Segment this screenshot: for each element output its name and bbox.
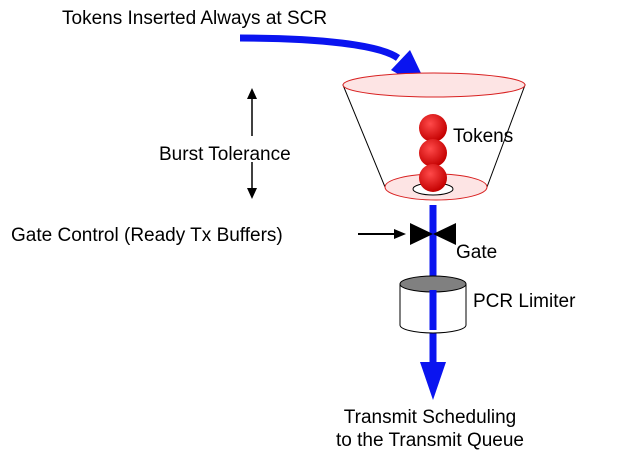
token — [419, 139, 447, 167]
output-label-line1: Transmit Scheduling — [343, 407, 517, 428]
bucket-top-rim — [342, 72, 526, 98]
token — [419, 114, 447, 142]
gate-control-arrowhead — [394, 229, 406, 239]
burst-tolerance-arrow — [247, 88, 257, 199]
token-inflow-arrow — [239, 34, 401, 61]
gate-icon — [410, 223, 433, 245]
burst-tolerance-label: Burst Tolerance — [159, 144, 291, 165]
title-label: Tokens Inserted Always at SCR — [62, 8, 328, 29]
gate-icon-right — [433, 223, 456, 245]
tokens-stack — [419, 114, 447, 192]
output-label-line2: to the Transmit Queue — [336, 430, 524, 452]
gate-control-label: Gate Control (Ready Tx Buffers) — [11, 225, 283, 246]
output-arrowhead — [420, 362, 446, 400]
output-label: Transmit Scheduling to the Transmit Queu… — [300, 406, 560, 452]
token — [419, 164, 447, 192]
tokens-label: Tokens — [453, 126, 514, 147]
pcr-limiter-label: PCR Limiter — [473, 291, 576, 312]
gate-label: Gate — [456, 242, 498, 263]
pcr-limiter-cylinder — [399, 275, 467, 334]
